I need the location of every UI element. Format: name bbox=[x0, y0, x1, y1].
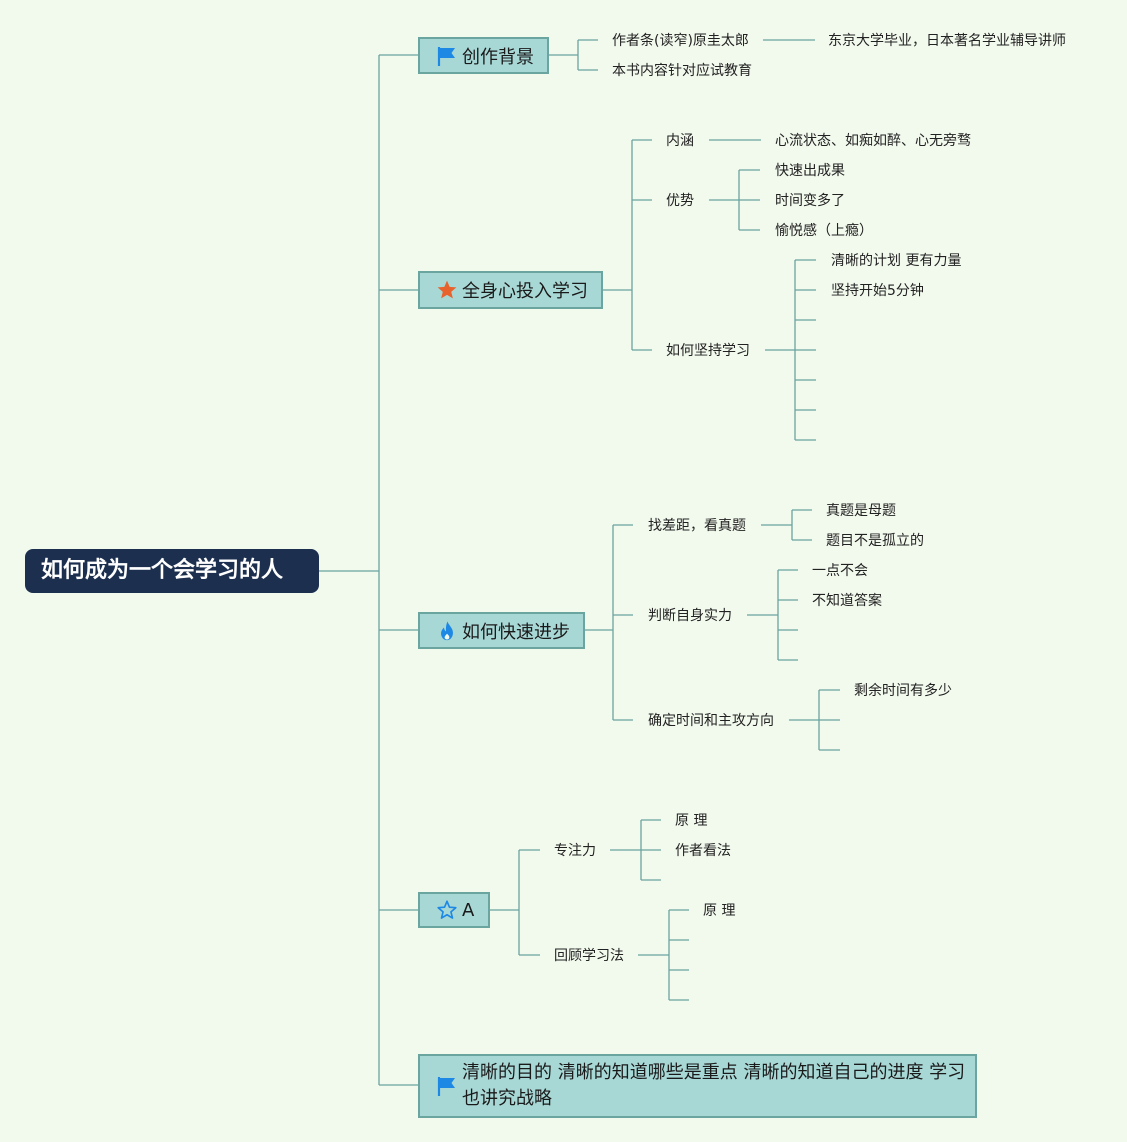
topic-fast-progress[interactable]: 如何快速进步 bbox=[418, 612, 585, 649]
leaf-time-direction[interactable]: 确定时间和主攻方向 bbox=[648, 713, 774, 729]
leaf-review-principle[interactable]: 原 理 bbox=[703, 903, 736, 919]
topic-label: 全身心投入学习 bbox=[462, 281, 588, 302]
leaf-remaining-time[interactable]: 剩余时间有多少 bbox=[854, 683, 952, 699]
topic-clear-goals[interactable]: 清晰的目的 清晰的知道哪些是重点 清晰的知道自己的进度 学习也讲究战略 bbox=[418, 1054, 977, 1118]
fire-icon bbox=[436, 620, 458, 642]
topic-creation-background[interactable]: 创作背景 bbox=[418, 37, 549, 74]
topic-label: A bbox=[462, 899, 475, 921]
leaf-book-target[interactable]: 本书内容针对应试教育 bbox=[612, 63, 752, 79]
leaf-more-time[interactable]: 时间变多了 bbox=[775, 193, 845, 209]
leaf-real-questions[interactable]: 真题是母题 bbox=[826, 503, 896, 519]
topic-label: 清晰的目的 清晰的知道哪些是重点 清晰的知道自己的进度 学习也讲究战略 bbox=[462, 1062, 966, 1109]
leaf-start-5min[interactable]: 坚持开始5分钟 bbox=[831, 283, 924, 299]
leaf-judge-ability[interactable]: 判断自身实力 bbox=[648, 608, 732, 624]
leaf-no-answer[interactable]: 不知道答案 bbox=[812, 593, 882, 609]
leaf-author-view[interactable]: 作者看法 bbox=[675, 843, 731, 859]
topic-a[interactable]: A bbox=[418, 892, 490, 928]
topic-label: 创作背景 bbox=[462, 46, 534, 68]
topic-label: 如何快速进步 bbox=[462, 621, 570, 643]
root-topic[interactable]: 如何成为一个会学习的人 bbox=[25, 549, 319, 593]
leaf-clear-plan[interactable]: 清晰的计划 更有力量 bbox=[831, 253, 962, 269]
leaf-know-nothing[interactable]: 一点不会 bbox=[812, 563, 868, 579]
star-outline-icon bbox=[436, 899, 458, 921]
leaf-review-method[interactable]: 回顾学习法 bbox=[554, 948, 624, 964]
leaf-focus-principle[interactable]: 原 理 bbox=[675, 813, 708, 829]
leaf-pleasure[interactable]: 愉悦感（上瘾） bbox=[775, 223, 873, 239]
leaf-advantages[interactable]: 优势 bbox=[666, 193, 694, 209]
leaf-find-gap[interactable]: 找差距，看真题 bbox=[648, 518, 746, 534]
leaf-flow-state[interactable]: 心流状态、如痴如醉、心无旁骛 bbox=[775, 133, 971, 149]
topic-full-engagement[interactable]: 全身心投入学习 bbox=[418, 271, 603, 309]
leaf-author-bio[interactable]: 东京大学毕业，日本著名学业辅导讲师 bbox=[828, 33, 1066, 49]
leaf-not-isolated[interactable]: 题目不是孤立的 bbox=[826, 533, 924, 549]
leaf-author[interactable]: 作者条(读窄)原圭太郎 bbox=[612, 33, 749, 49]
leaf-how-persist[interactable]: 如何坚持学习 bbox=[666, 343, 750, 359]
leaf-connotation[interactable]: 内涵 bbox=[666, 133, 694, 149]
star-filled-icon bbox=[436, 279, 458, 301]
flag-icon bbox=[436, 1075, 458, 1097]
flag-icon bbox=[436, 45, 458, 67]
leaf-focus[interactable]: 专注力 bbox=[554, 843, 596, 859]
leaf-fast-results[interactable]: 快速出成果 bbox=[775, 163, 845, 179]
